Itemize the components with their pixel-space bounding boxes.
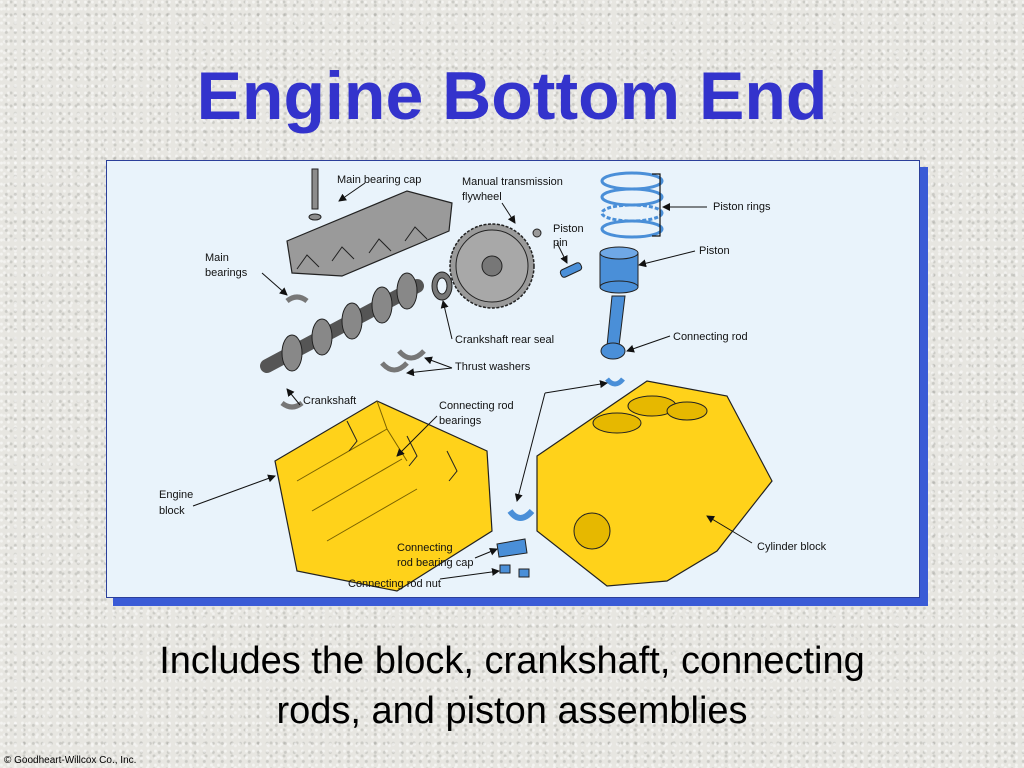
connecting-rod-part xyxy=(601,296,625,384)
engine-diagram: Main bearing cap Manual transmission fly… xyxy=(106,160,920,598)
label-crankshaft-rear-seal: Crankshaft rear seal xyxy=(455,333,554,347)
thrust-washers-part xyxy=(382,351,424,370)
label-connecting-rod-nut: Connecting rod nut xyxy=(348,577,441,591)
piston-part xyxy=(600,247,638,293)
crankshaft-rear-seal-part xyxy=(432,272,452,300)
label-manual-transmission-flywheel-1: Manual transmission xyxy=(462,175,563,189)
label-main-bearings-2: bearings xyxy=(205,266,247,280)
slide-title: Engine Bottom End xyxy=(0,62,1024,130)
label-thrust-washers: Thrust washers xyxy=(455,360,530,374)
label-piston-pin-2: pin xyxy=(553,236,568,250)
label-connecting-rod-bearings-2: bearings xyxy=(439,414,481,428)
rod-bearing-cap-part xyxy=(497,511,532,577)
diagram-illustration xyxy=(107,161,919,597)
label-connecting-rod-bearing-cap-2: rod bearing cap xyxy=(397,556,473,570)
label-manual-transmission-flywheel-2: flywheel xyxy=(462,190,502,204)
label-piston-rings: Piston rings xyxy=(713,200,770,214)
caption-line-2: rods, and piston assemblies xyxy=(0,686,1024,736)
caption-line-1: Includes the block, crankshaft, connecti… xyxy=(0,636,1024,686)
label-piston: Piston xyxy=(699,244,730,258)
cylinder-block-part xyxy=(537,381,772,586)
copyright-notice: © Goodheart-Willcox Co., Inc. xyxy=(4,755,136,766)
piston-rings-part xyxy=(602,173,662,237)
slide-caption: Includes the block, crankshaft, connecti… xyxy=(0,636,1024,736)
label-piston-pin-1: Piston xyxy=(553,222,584,236)
label-engine-block-2: block xyxy=(159,504,185,518)
label-crankshaft: Crankshaft xyxy=(303,394,356,408)
bolt-part xyxy=(309,169,321,220)
label-connecting-rod: Connecting rod xyxy=(673,330,748,344)
label-connecting-rod-bearing-cap-1: Connecting xyxy=(397,541,453,555)
flywheel-part xyxy=(450,224,534,308)
label-engine-block-1: Engine xyxy=(159,488,193,502)
label-main-bearings-1: Main xyxy=(205,251,229,265)
label-connecting-rod-bearings-1: Connecting rod xyxy=(439,399,514,413)
label-main-bearing-cap: Main bearing cap xyxy=(337,173,421,187)
label-cylinder-block: Cylinder block xyxy=(757,540,826,554)
crankshaft-part xyxy=(267,273,417,371)
